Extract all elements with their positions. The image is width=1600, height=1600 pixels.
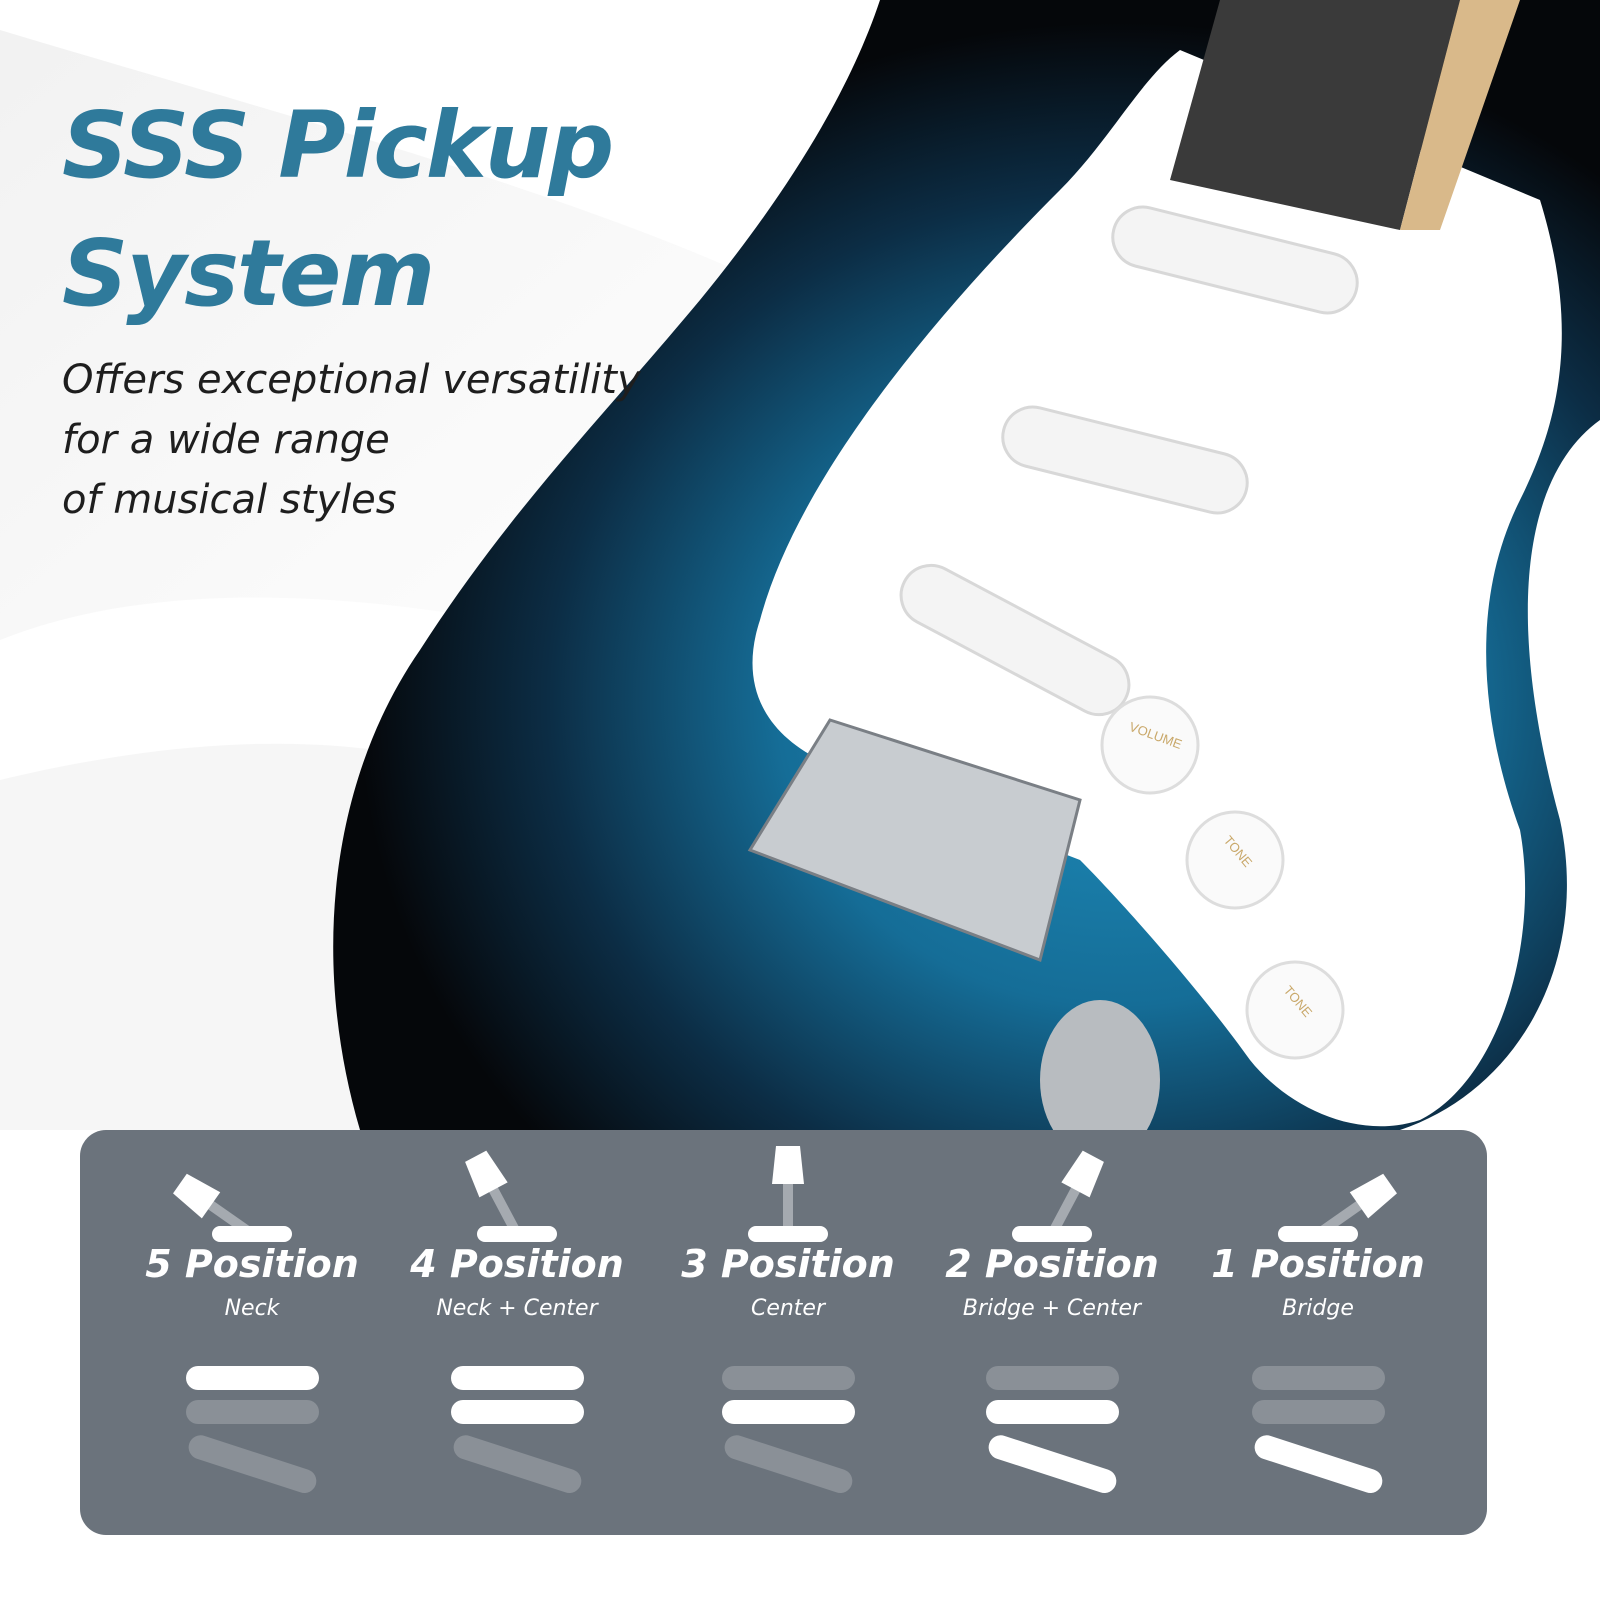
pickup-bar-bridge bbox=[988, 1435, 1117, 1493]
pickup-bar-neck bbox=[186, 1366, 319, 1390]
tagline-line-1: Offers exceptional versatility bbox=[62, 357, 641, 403]
pickup-bar-bridge bbox=[1254, 1435, 1383, 1493]
lever-tip bbox=[465, 1150, 508, 1198]
pickups bbox=[899, 205, 1359, 717]
lever-shaft bbox=[486, 1183, 522, 1237]
position-3: 3 Position Center bbox=[658, 1130, 918, 1535]
position-label: 5 Position bbox=[145, 1242, 359, 1286]
switch-lever-icon bbox=[173, 1173, 319, 1493]
pickguard bbox=[752, 50, 1562, 1127]
position-label: 3 Position bbox=[681, 1242, 895, 1286]
switch-base bbox=[1012, 1226, 1092, 1242]
tone-knob-1[interactable] bbox=[1185, 810, 1285, 910]
pickup-bar-middle bbox=[451, 1400, 584, 1424]
position-label: 4 Position bbox=[410, 1242, 624, 1286]
pickup-bar-bridge bbox=[453, 1435, 582, 1493]
switch-base bbox=[748, 1226, 828, 1242]
pickup-bar-middle bbox=[1252, 1400, 1385, 1424]
tone-knob-2[interactable] bbox=[1245, 960, 1345, 1060]
volume-knob[interactable] bbox=[1100, 695, 1200, 795]
tagline-line-3: of musical styles bbox=[62, 477, 397, 523]
lever-arm bbox=[465, 1150, 522, 1237]
position-label: 2 Position bbox=[945, 1242, 1159, 1286]
pickup-combination: Bridge bbox=[1282, 1296, 1354, 1321]
lever-tip bbox=[1061, 1150, 1104, 1198]
pickup-bar-bridge bbox=[724, 1435, 853, 1493]
switch-lever-icon bbox=[1252, 1173, 1397, 1493]
pickup-bar-neck bbox=[986, 1366, 1119, 1390]
pickup-bar-bridge bbox=[188, 1435, 317, 1493]
switch-base bbox=[1278, 1226, 1358, 1242]
lever-arm bbox=[772, 1146, 804, 1234]
pickup-bar-neck bbox=[722, 1366, 855, 1390]
lever-shaft bbox=[783, 1179, 793, 1234]
pickup-bar-neck bbox=[451, 1366, 584, 1390]
switch-lever-icon bbox=[451, 1150, 584, 1493]
lever-shaft bbox=[1047, 1183, 1083, 1237]
position-4: 4 Position Neck + Center bbox=[387, 1130, 647, 1535]
switch-base bbox=[212, 1226, 292, 1242]
pickup-combination: Center bbox=[750, 1296, 826, 1321]
switch-base bbox=[477, 1226, 557, 1242]
pickup-combination: Bridge + Center bbox=[962, 1296, 1142, 1321]
position-label: 1 Position bbox=[1211, 1242, 1425, 1286]
lever-arm bbox=[1047, 1150, 1104, 1237]
knobs bbox=[1100, 695, 1345, 1060]
lever-tip bbox=[1349, 1173, 1397, 1219]
lever-tip bbox=[772, 1146, 804, 1184]
lever-tip bbox=[173, 1173, 221, 1219]
pickup-bar-middle bbox=[186, 1400, 319, 1424]
pickup-bar-middle bbox=[722, 1400, 855, 1424]
position-2: 2 Position Bridge + Center bbox=[922, 1130, 1182, 1535]
jack-plate bbox=[1040, 1000, 1160, 1160]
neck-wood bbox=[1400, 0, 1520, 230]
tagline-line-2: for a wide range bbox=[62, 417, 390, 463]
switch-lever-icon bbox=[986, 1150, 1119, 1493]
tagline: Offers exceptional versatility for a wid… bbox=[62, 350, 742, 530]
pickup-combination: Neck + Center bbox=[436, 1296, 598, 1321]
switch-lever-icon bbox=[722, 1146, 855, 1493]
pickup-bar-middle bbox=[986, 1400, 1119, 1424]
pickup-combination: Neck bbox=[224, 1296, 280, 1321]
position-5: 5 Position Neck bbox=[122, 1130, 382, 1535]
pickup-bar-neck bbox=[1252, 1366, 1385, 1390]
headline-line-1: SSS Pickup bbox=[62, 92, 614, 199]
headline-line-2: System bbox=[62, 220, 435, 327]
switch-positions-panel: 5 Position Neck 4 Position Neck + Center… bbox=[80, 1130, 1487, 1535]
fretboard bbox=[1170, 0, 1460, 230]
bridge bbox=[747, 718, 1082, 963]
position-1: 1 Position Bridge bbox=[1188, 1130, 1448, 1535]
